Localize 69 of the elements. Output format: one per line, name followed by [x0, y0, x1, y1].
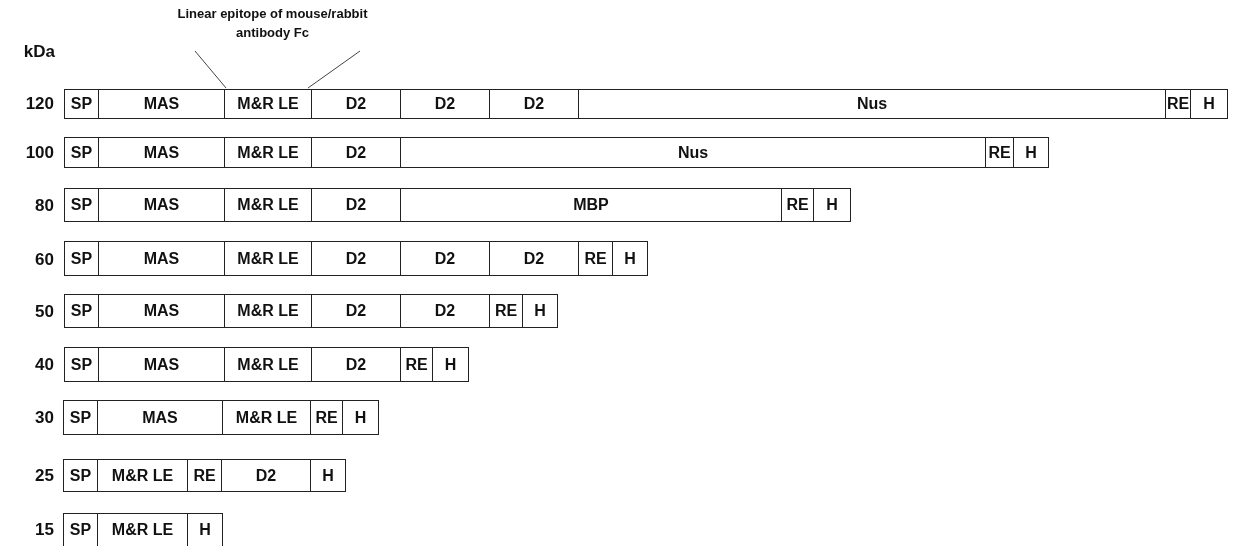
domain-segment: SP	[63, 459, 98, 492]
domain-segment: MAS	[98, 241, 225, 276]
domain-segment: MAS	[98, 89, 225, 119]
molecular-weight-label: 120	[24, 94, 54, 114]
domain-segment: SP	[63, 400, 98, 435]
molecular-weight-label: 40	[34, 355, 54, 375]
domain-segment: H	[342, 400, 379, 435]
domain-segment: H	[1013, 137, 1049, 168]
domain-segment: H	[813, 188, 851, 222]
domain-segment: MAS	[98, 294, 225, 328]
domain-segment: D2	[311, 89, 401, 119]
domain-segment: M&R LE	[222, 400, 311, 435]
domain-segment: H	[612, 241, 648, 276]
molecular-weight-label: 25	[34, 466, 54, 486]
domain-segment: RE	[781, 188, 814, 222]
domain-segment: RE	[489, 294, 523, 328]
domain-segment: D2	[311, 294, 401, 328]
domain-segment: RE	[578, 241, 613, 276]
domain-segment: MAS	[98, 188, 225, 222]
molecular-weight-label: 30	[34, 408, 54, 428]
domain-segment: SP	[64, 241, 99, 276]
domain-segment: SP	[64, 347, 99, 382]
domain-segment: D2	[400, 241, 490, 276]
domain-segment: M&R LE	[224, 137, 312, 168]
domain-segment: RE	[1165, 89, 1191, 119]
domain-segment: SP	[64, 188, 99, 222]
domain-segment: M&R LE	[224, 241, 312, 276]
domain-segment: RE	[985, 137, 1014, 168]
domain-segment: RE	[187, 459, 222, 492]
domain-segment: M&R LE	[224, 294, 312, 328]
domain-segment: M&R LE	[97, 459, 188, 492]
molecular-weight-label: 100	[24, 143, 54, 163]
leader-line	[194, 50, 227, 89]
domain-segment: MAS	[97, 400, 223, 435]
domain-segment: D2	[311, 241, 401, 276]
callout-text: Linear epitope of mouse/rabbit antibody Fc	[175, 4, 370, 48]
domain-segment: SP	[64, 137, 99, 168]
domain-segment: D2	[221, 459, 311, 492]
axis-unit-label: kDa	[22, 42, 55, 62]
domain-segment: Nus	[578, 89, 1166, 119]
domain-segment: D2	[400, 89, 490, 119]
domain-segment: Nus	[400, 137, 986, 168]
domain-segment: D2	[311, 137, 401, 168]
domain-segment: H	[522, 294, 558, 328]
domain-segment: D2	[400, 294, 490, 328]
domain-segment: SP	[63, 513, 98, 546]
molecular-weight-label: 50	[34, 302, 54, 322]
molecular-weight-label: 60	[34, 250, 54, 270]
domain-segment: M&R LE	[224, 347, 312, 382]
domain-segment: M&R LE	[224, 188, 312, 222]
domain-segment: D2	[311, 188, 401, 222]
domain-segment: SP	[64, 294, 99, 328]
domain-segment: MBP	[400, 188, 782, 222]
molecular-weight-label: 80	[34, 196, 54, 216]
domain-segment: MAS	[98, 347, 225, 382]
domain-segment: H	[1190, 89, 1228, 119]
domain-segment: H	[310, 459, 346, 492]
domain-segment: D2	[489, 241, 579, 276]
domain-segment: M&R LE	[224, 89, 312, 119]
molecular-weight-label: 15	[34, 520, 54, 540]
domain-segment: MAS	[98, 137, 225, 168]
domain-segment: D2	[489, 89, 579, 119]
leader-line	[307, 50, 361, 89]
domain-segment: RE	[310, 400, 343, 435]
domain-segment: D2	[311, 347, 401, 382]
domain-segment: H	[432, 347, 469, 382]
domain-segment: SP	[64, 89, 99, 119]
domain-segment: H	[187, 513, 223, 546]
domain-segment: RE	[400, 347, 433, 382]
